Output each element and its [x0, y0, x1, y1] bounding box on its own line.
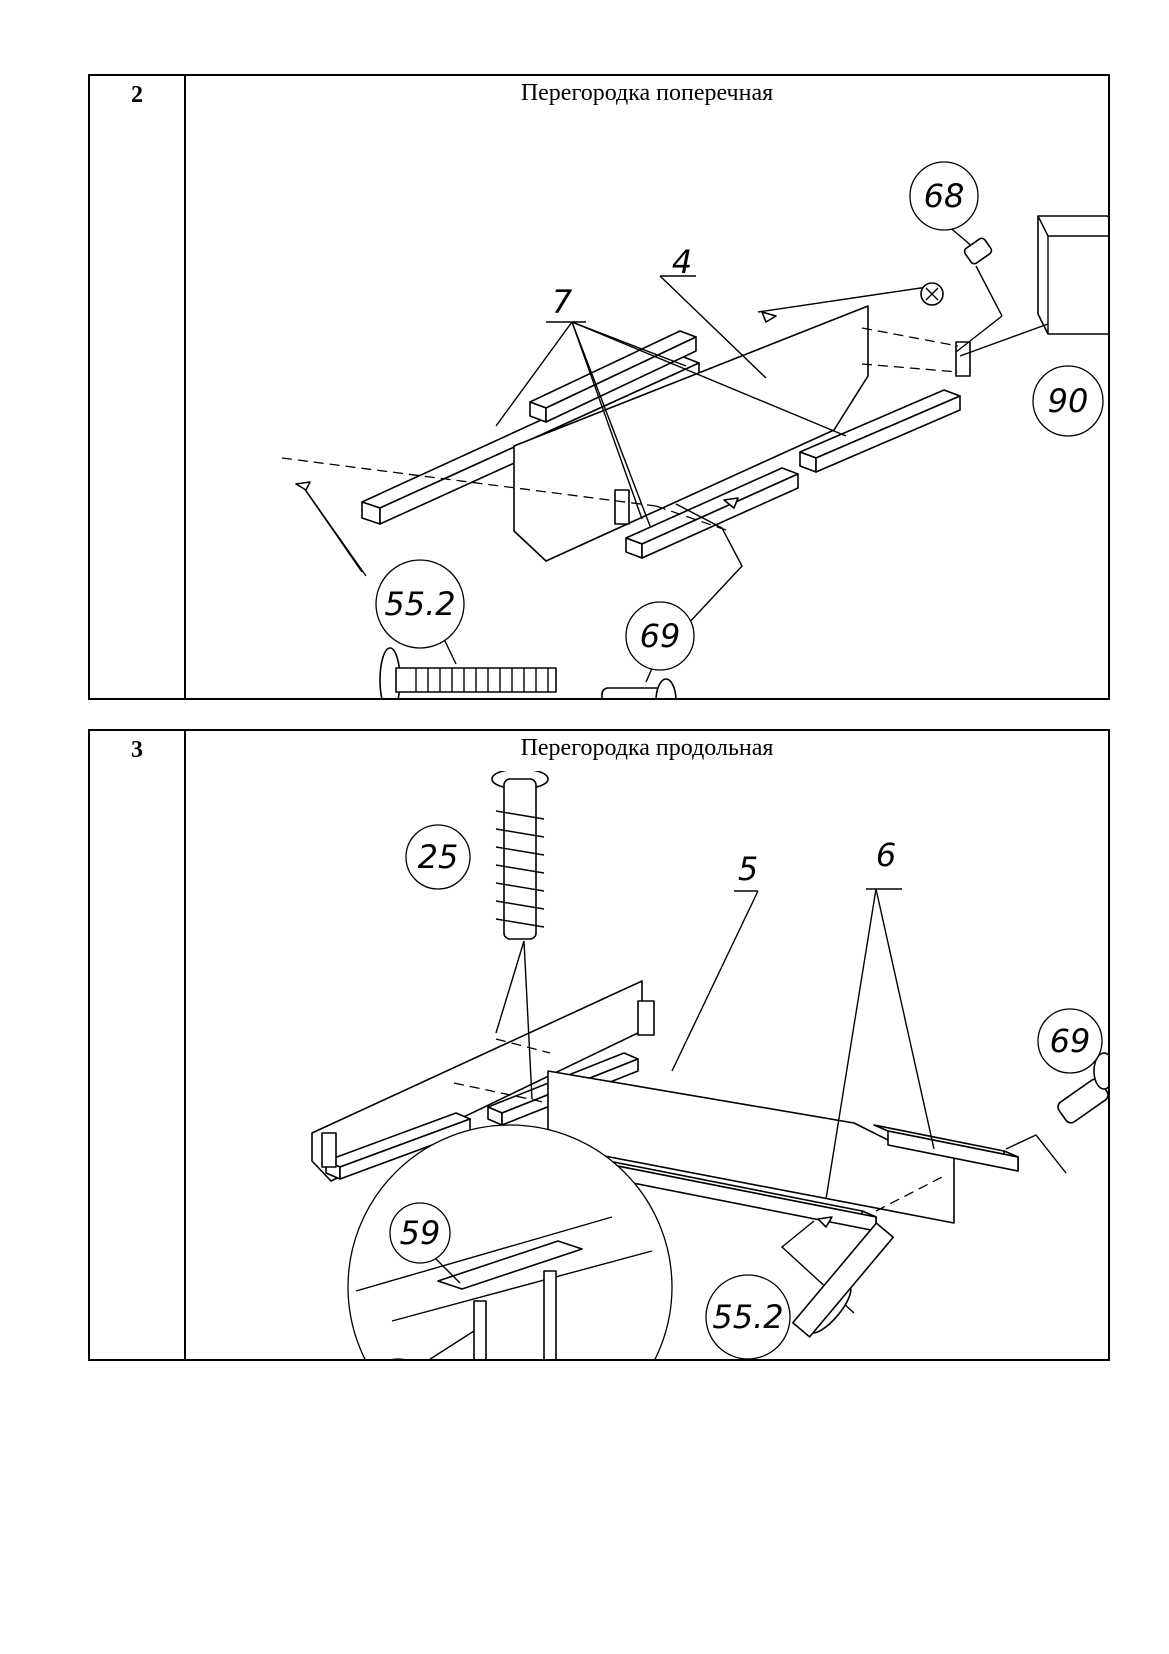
svg-text:59: 59 [400, 1214, 441, 1252]
step-number: 2 [131, 82, 143, 108]
bracket-icon [614, 489, 630, 525]
wooden-rail [799, 389, 961, 473]
callout-69: 69 [1037, 1008, 1103, 1074]
svg-text:55.2: 55.2 [384, 585, 455, 623]
callout-55-2: 55.2 [375, 559, 465, 649]
callout-25: 25 [405, 824, 471, 890]
assembly-step-2: 2 Перегородка поперечная [88, 74, 1110, 700]
assembly-diagram-step-3: 25 5 6 69 59 55.2 60 [311, 771, 1108, 1359]
screw-icon [920, 237, 993, 306]
cam-bolt-icon [791, 1222, 895, 1338]
dowel-icon [1057, 1052, 1108, 1124]
callout-90: 90 [1032, 365, 1104, 437]
callout-69: 69 [625, 601, 695, 671]
panel [311, 980, 643, 1182]
svg-text:68: 68 [924, 177, 965, 215]
bracket-icon [955, 341, 971, 377]
svg-text:4: 4 [672, 243, 692, 281]
callout-7: 7 [546, 283, 586, 323]
assembly-step-3: 3 Перегородка продольная [88, 729, 1110, 1361]
step-number-cell: 2 [90, 76, 186, 698]
wooden-rail [625, 467, 799, 559]
step-title: Перегородка продольная [520, 735, 774, 761]
svg-text:25: 25 [418, 838, 459, 876]
dowel-icon [601, 678, 677, 698]
svg-text:69: 69 [1050, 1022, 1091, 1060]
callout-68: 68 [909, 161, 979, 231]
bracket-icon [321, 1132, 337, 1168]
svg-text:5: 5 [738, 850, 758, 888]
step-number-cell: 3 [90, 731, 186, 1359]
callout-5: 5 [738, 850, 758, 888]
screw-icon [491, 771, 549, 940]
wooden-rail [873, 1124, 1019, 1172]
svg-text:69: 69 [640, 617, 681, 655]
step-number: 3 [131, 737, 143, 763]
callout-59: 59 [389, 1202, 451, 1264]
screw-icon [473, 1300, 487, 1359]
step-title: Перегородка поперечная [520, 80, 774, 106]
svg-text:6: 6 [876, 836, 896, 874]
svg-text:55.2: 55.2 [712, 1298, 783, 1336]
cam-bolt-icon [379, 647, 557, 698]
callout-55-2: 55.2 [705, 1274, 791, 1359]
assembly-diagram-step-2: 68 4 7 90 55.2 69 [281, 161, 1108, 698]
panel-part-4 [513, 305, 869, 562]
detail-magnifier [347, 1124, 673, 1359]
screw-icon [543, 1270, 557, 1359]
bracket-icon [637, 1000, 655, 1036]
svg-text:90: 90 [1048, 382, 1089, 420]
bracket-part-90 [1037, 215, 1108, 335]
callout-6: 6 [876, 836, 896, 874]
svg-text:7: 7 [552, 283, 573, 321]
callout-4: 4 [672, 243, 692, 281]
